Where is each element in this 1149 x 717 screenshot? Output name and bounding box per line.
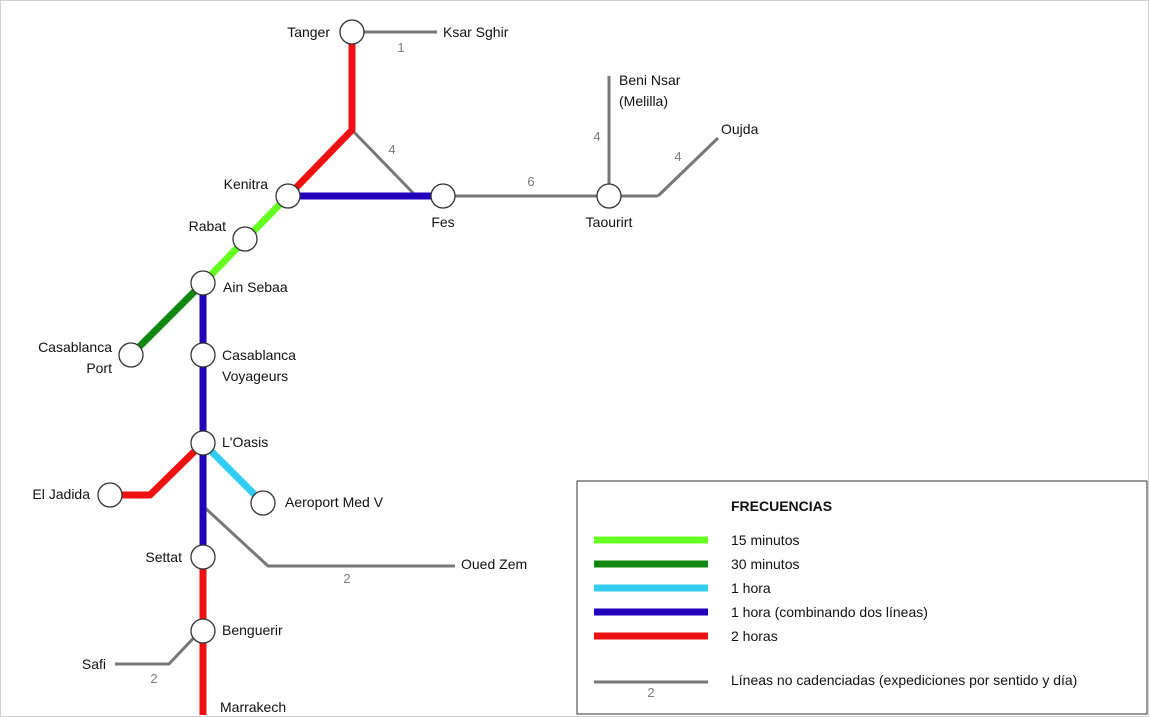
station-label-el-jadida: El Jadida xyxy=(32,486,90,502)
legend-label-1hora-combined: 1 hora (combinando dos líneas) xyxy=(731,604,928,620)
legend-label-30min: 30 minutos xyxy=(731,556,799,572)
trip-count-oued-zem: 2 xyxy=(343,571,350,586)
station-label-oujda: Oujda xyxy=(721,121,759,137)
line-ain-sebaa-casa-port xyxy=(128,280,206,358)
station-label-rabat: Rabat xyxy=(189,218,226,234)
station-label-casa-port-1: Casablanca xyxy=(38,339,112,355)
station-marker-benguerir[interactable] xyxy=(190,618,216,644)
station-labels: Tanger Ksar Sghir Beni Nsar (Melilla) Ou… xyxy=(32,24,758,715)
line-tanger-kenitra xyxy=(285,32,356,199)
legend-title: FRECUENCIAS xyxy=(731,498,832,514)
station-label-fes: Fes xyxy=(431,214,454,230)
trip-count-labels: 1 4 6 4 4 2 2 xyxy=(150,40,681,686)
legend: FRECUENCIAS 15 minutos 30 minutos 1 hora… xyxy=(576,480,1148,715)
trip-count-safi: 2 xyxy=(150,671,157,686)
station-marker-casa-port[interactable] xyxy=(118,342,144,368)
station-marker-tanger[interactable] xyxy=(339,19,365,45)
trip-count-tanger-fes: 4 xyxy=(388,142,395,157)
station-label-settat: Settat xyxy=(145,549,182,565)
colored-lines xyxy=(110,32,443,715)
line-oasis-el-jadida xyxy=(110,440,206,499)
station-marker-kenitra[interactable] xyxy=(275,183,301,209)
station-label-ksar-sghir: Ksar Sghir xyxy=(443,24,509,40)
station-label-taourirt: Taourirt xyxy=(586,214,633,230)
station-circles xyxy=(97,19,622,644)
legend-label-15min: 15 minutos xyxy=(731,532,799,548)
station-marker-aeroport[interactable] xyxy=(250,490,276,516)
trip-count-beni-nsar: 4 xyxy=(593,129,600,144)
line-tanger-fes-direct xyxy=(350,128,418,198)
station-marker-fes[interactable] xyxy=(430,183,456,209)
trip-count-oujda: 4 xyxy=(674,149,681,164)
station-label-oasis: L'Oasis xyxy=(222,434,268,450)
legend-label-1hora: 1 hora xyxy=(731,580,771,596)
station-marker-settat[interactable] xyxy=(190,544,216,570)
station-label-benguerir: Benguerir xyxy=(222,622,283,638)
station-marker-taourirt[interactable] xyxy=(596,183,622,209)
station-label-safi: Safi xyxy=(82,656,106,672)
legend-label-2horas: 2 horas xyxy=(731,628,778,644)
station-label-beni-nsar: Beni Nsar xyxy=(619,72,681,88)
station-label-oued-zem: Oued Zem xyxy=(461,556,527,572)
station-label-marrakech: Marrakech xyxy=(220,699,286,715)
station-label-casa-voyageurs-1: Casablanca xyxy=(222,347,296,363)
legend-sample-count: 2 xyxy=(647,685,654,700)
trip-count-tanger-ksar: 1 xyxy=(397,40,404,55)
station-label-casa-voyageurs-2: Voyageurs xyxy=(222,368,288,384)
station-label-tanger: Tanger xyxy=(287,24,330,40)
station-marker-el-jadida[interactable] xyxy=(97,482,123,508)
line-oasis-aeroport xyxy=(200,440,266,506)
line-oujda xyxy=(656,136,720,198)
station-label-ain-sebaa: Ain Sebaa xyxy=(223,279,288,295)
legend-box xyxy=(576,480,1148,715)
station-marker-rabat[interactable] xyxy=(232,226,258,252)
gray-lines xyxy=(115,30,720,666)
line-safi xyxy=(115,626,205,666)
station-label-aeroport: Aeroport Med V xyxy=(285,494,384,510)
trip-count-fes-taourirt: 6 xyxy=(527,174,534,189)
legend-label-non-cadenced: Líneas no cadenciadas (expediciones por … xyxy=(731,672,1077,688)
station-label-casa-port-2: Port xyxy=(86,360,112,376)
station-label-melilla: (Melilla) xyxy=(619,93,668,109)
line-oued-zem xyxy=(201,504,455,568)
station-marker-oasis[interactable] xyxy=(190,430,216,456)
station-label-kenitra: Kenitra xyxy=(224,176,269,192)
station-marker-ain-sebaa[interactable] xyxy=(190,270,216,296)
station-marker-casa-voyageurs[interactable] xyxy=(190,342,216,368)
